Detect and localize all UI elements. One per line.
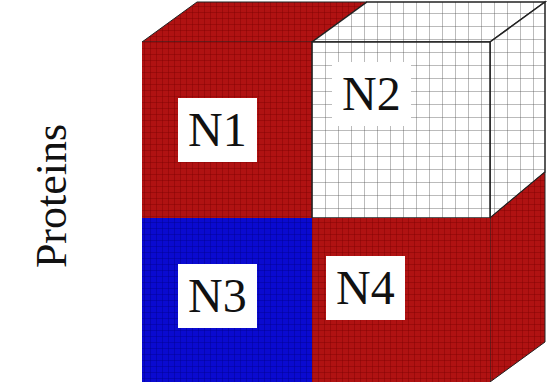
front-block-n1 xyxy=(142,42,312,218)
block-label: N2 xyxy=(332,62,411,126)
cube-block: N3 xyxy=(142,218,312,382)
cube-block: N2 xyxy=(312,42,490,218)
block-label: N3 xyxy=(178,264,257,328)
side-face-bottom xyxy=(490,172,545,382)
front-block-n3 xyxy=(142,218,312,382)
block-label: N1 xyxy=(178,98,257,162)
cube-block: N1 xyxy=(142,42,312,218)
front-block-n2 xyxy=(312,42,490,218)
front-block-n4 xyxy=(312,218,490,382)
block-label: N4 xyxy=(326,256,405,320)
cube-block: N4 xyxy=(312,218,490,382)
axis-label: Proteins xyxy=(30,124,74,268)
